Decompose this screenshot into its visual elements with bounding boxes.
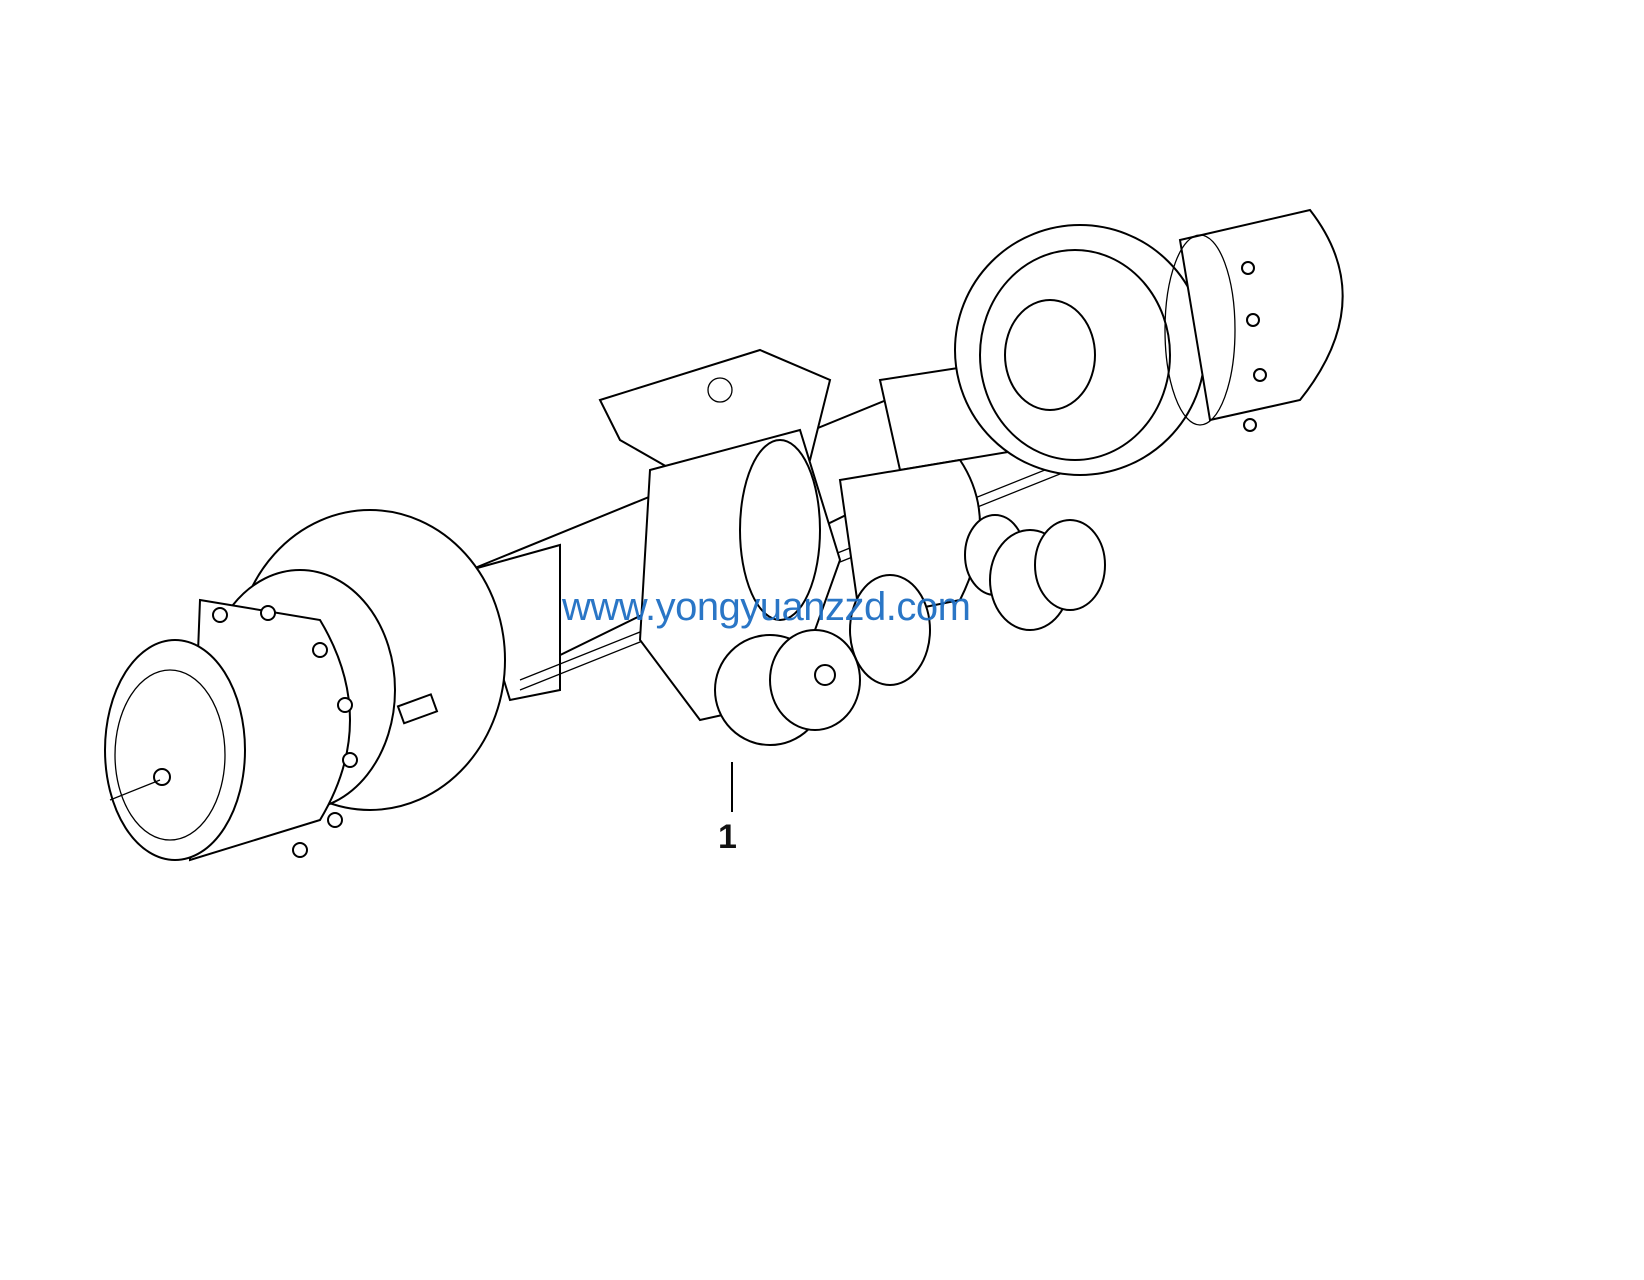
watermark: www.yongyuanzzd.com bbox=[562, 585, 971, 629]
differential-carrier bbox=[598, 348, 1106, 722]
callout-number: 1 bbox=[718, 818, 737, 856]
right-wheel-hub bbox=[954, 208, 1344, 476]
brake-chamber bbox=[714, 629, 861, 746]
left-wheel-hub bbox=[104, 509, 506, 862]
